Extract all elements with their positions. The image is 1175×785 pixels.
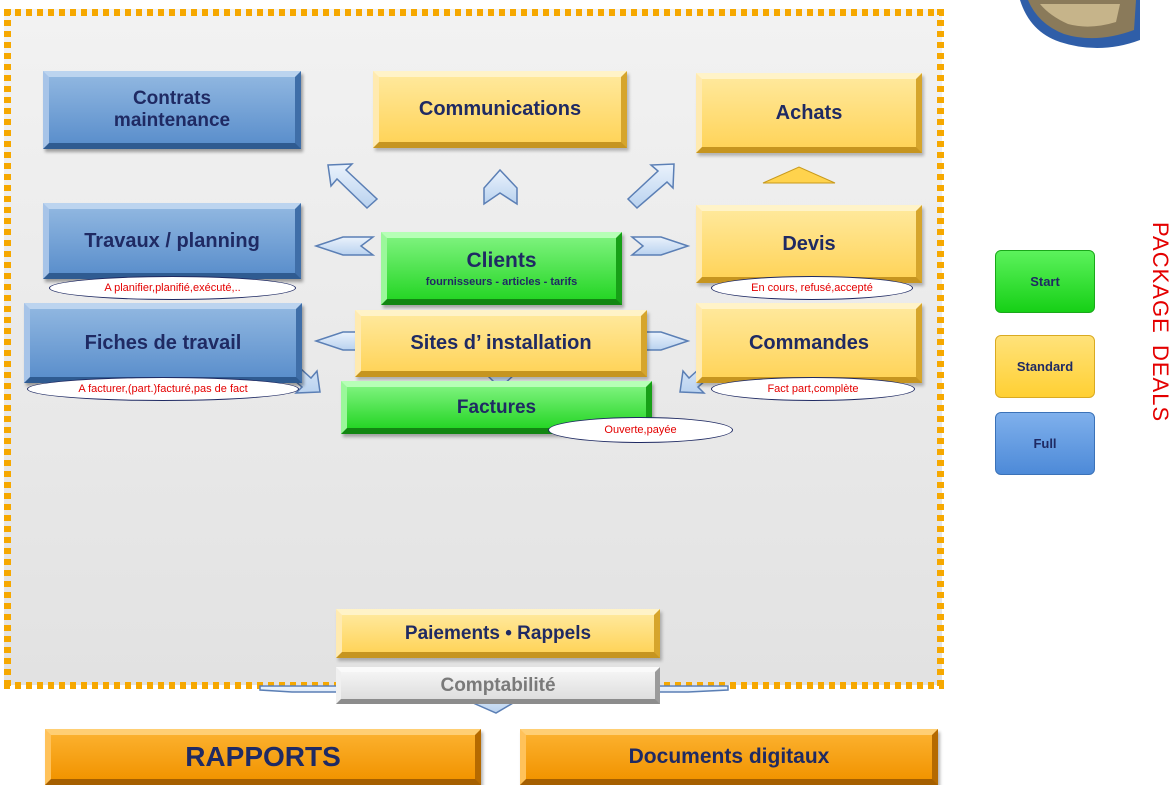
status-note-devis: En cours, refusé,accepté xyxy=(711,276,913,300)
side-label-deals: DEALS xyxy=(1148,345,1173,423)
box-devis: Devis xyxy=(696,205,922,283)
logo-fragment xyxy=(1020,0,1140,49)
arrow-to-travaux xyxy=(313,236,376,256)
box-comptabilite: Comptabilité xyxy=(336,667,660,704)
arrow-to-communications xyxy=(483,168,518,206)
arrow-to-devis xyxy=(629,236,691,256)
box-rapports: RAPPORTS xyxy=(45,729,481,785)
box-communications: Communications xyxy=(373,71,627,148)
legend-start: Start xyxy=(995,250,1095,313)
box-sites-installation: Sites d’ installation xyxy=(355,310,647,377)
box-factures: Factures xyxy=(341,381,652,434)
box-fiches-de-travail: Fiches de travail xyxy=(24,303,302,383)
box-documents-digitaux: Documents digitaux xyxy=(520,729,938,785)
status-note-travaux: A planifier,planifié,exécuté,.. xyxy=(49,276,296,300)
box-contrats-maintenance: Contrats maintenance xyxy=(43,71,301,149)
frame-border-right xyxy=(937,9,944,689)
frame-border-left xyxy=(4,9,11,689)
box-clients: Clients fournisseurs - articles - tarifs xyxy=(381,232,622,305)
status-note-fiches: A facturer,(part.)facturé,pas de fact xyxy=(27,377,299,401)
legend-full: Full xyxy=(995,412,1095,475)
legend-standard: Standard xyxy=(995,335,1095,398)
triangle-devis-to-achats xyxy=(762,166,836,184)
box-achats: Achats xyxy=(696,73,922,153)
box-travaux-planning: Travaux / planning xyxy=(43,203,301,279)
frame-border-top xyxy=(4,9,944,16)
arrow-to-contrats xyxy=(327,163,379,210)
status-note-factures: Ouverte,payée xyxy=(548,417,733,443)
box-commandes: Commandes xyxy=(696,303,922,383)
side-label-package: PACKAGE xyxy=(1148,222,1173,334)
arrow-to-achats xyxy=(626,163,675,210)
box-paiements-rappels: Paiements • Rappels xyxy=(336,609,660,658)
status-note-commandes: Fact part,complète xyxy=(711,377,915,401)
